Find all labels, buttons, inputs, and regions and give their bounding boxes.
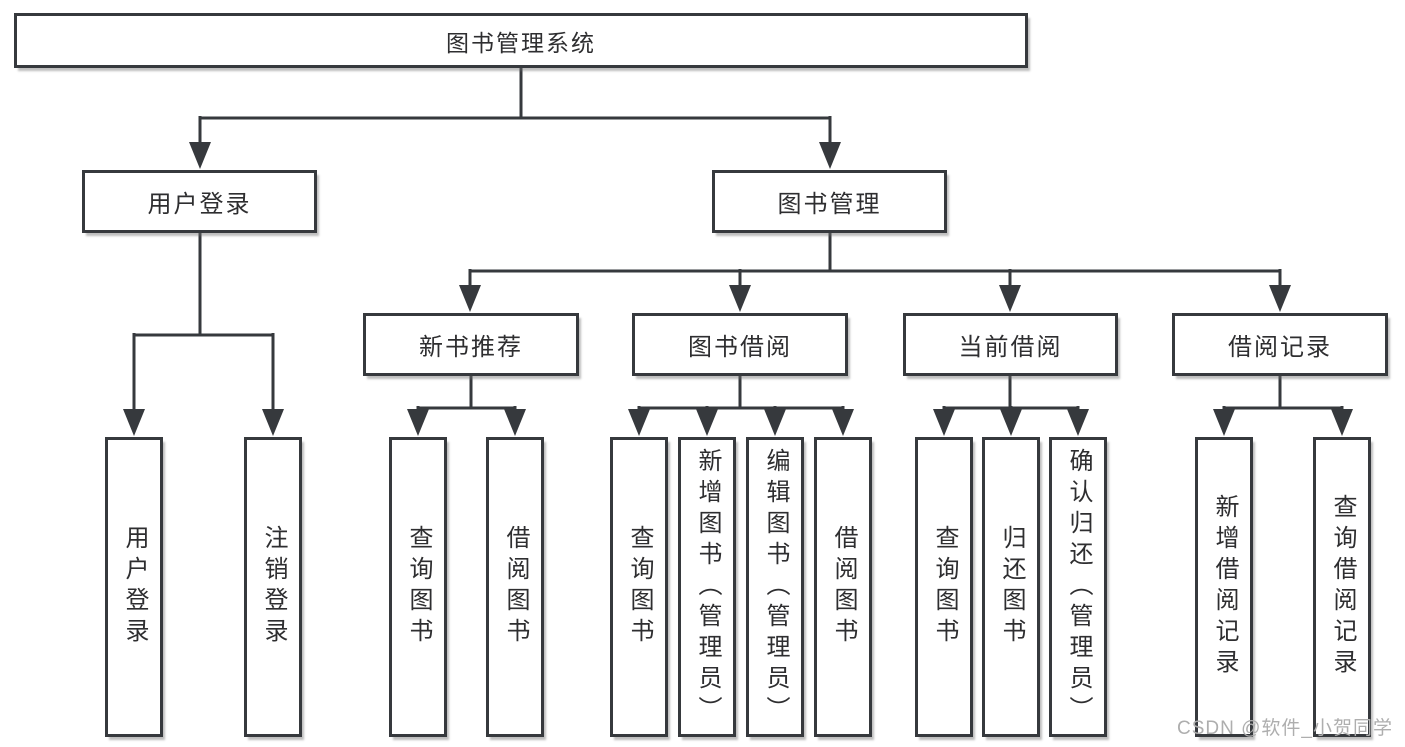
- node-label: 图书管理: [777, 191, 882, 218]
- node-label: 编辑图书（管理员）: [762, 447, 789, 727]
- node-label: 新书推荐: [419, 334, 523, 361]
- leaf-borrow-books-recommend: 借阅图书: [486, 437, 544, 737]
- node-label: 图书管理系统: [446, 29, 596, 56]
- node-label: 查询图书: [626, 525, 653, 649]
- arrowhead-icon: [999, 285, 1021, 312]
- leaf-query-books-recommend: 查询图书: [389, 437, 447, 737]
- node-label: 查询图书: [405, 525, 432, 649]
- leaf-user-login: 用户登录: [105, 437, 163, 737]
- arrowhead-icon: [933, 409, 955, 436]
- arrowhead-icon: [407, 409, 429, 436]
- leaf-confirm-return-admin: 确认归还（管理员）: [1049, 437, 1107, 737]
- node-user-login: 用户登录: [82, 170, 317, 233]
- leaf-logout: 注销登录: [244, 437, 302, 737]
- node-borrowing-records: 借阅记录: [1172, 313, 1388, 376]
- node-label: 用户登录: [121, 525, 148, 649]
- node-current-borrowing: 当前借阅: [903, 313, 1118, 376]
- node-label: 图书借阅: [688, 334, 792, 361]
- arrowhead-icon: [764, 409, 786, 436]
- leaf-add-borrow-record: 新增借阅记录: [1195, 437, 1253, 737]
- node-label: 用户登录: [147, 191, 252, 218]
- arrowhead-icon: [459, 285, 481, 312]
- leaf-add-books-admin: 新增图书（管理员）: [678, 437, 736, 737]
- csdn-watermark: CSDN @软件_小贺同学: [1177, 718, 1393, 739]
- arrowhead-icon: [819, 142, 841, 169]
- node-label: 查询借阅记录: [1329, 494, 1356, 680]
- leaf-edit-books-admin: 编辑图书（管理员）: [746, 437, 804, 737]
- node-book-management: 图书管理: [712, 170, 947, 233]
- arrowhead-icon: [1331, 409, 1353, 436]
- arrowhead-icon: [123, 409, 145, 436]
- arrowhead-icon: [729, 285, 751, 312]
- arrowhead-icon: [504, 409, 526, 436]
- node-book-borrowing: 图书借阅: [632, 313, 848, 376]
- node-label: 借阅图书: [502, 525, 529, 649]
- node-label: 归还图书: [998, 525, 1025, 649]
- arrowhead-icon: [832, 409, 854, 436]
- node-label: 当前借阅: [958, 334, 1063, 361]
- node-label: 查询图书: [931, 525, 958, 649]
- node-label: 借阅记录: [1228, 334, 1332, 361]
- node-label: 借阅图书: [830, 525, 857, 649]
- leaf-return-books: 归还图书: [982, 437, 1040, 737]
- arrowhead-icon: [262, 409, 284, 436]
- arrowhead-icon: [696, 409, 718, 436]
- arrowhead-icon: [1000, 409, 1022, 436]
- arrowhead-icon: [1067, 409, 1089, 436]
- leaf-query-books-borrow: 查询图书: [610, 437, 668, 737]
- leaf-borrow-books: 借阅图书: [814, 437, 872, 737]
- arrowhead-icon: [1269, 285, 1291, 312]
- node-label: 注销登录: [260, 525, 287, 649]
- node-label: 新增借阅记录: [1211, 494, 1238, 680]
- arrowheads: [123, 142, 1353, 436]
- arrowhead-icon: [628, 409, 650, 436]
- node-new-book-recommendation: 新书推荐: [363, 313, 579, 376]
- arrowhead-icon: [1213, 409, 1235, 436]
- node-label: 新增图书（管理员）: [694, 447, 721, 727]
- connector-paths: [132, 66, 1344, 412]
- arrowhead-icon: [189, 142, 211, 169]
- node-library-management-system: 图书管理系统: [14, 13, 1028, 68]
- node-label: 确认归还（管理员）: [1065, 447, 1092, 727]
- leaf-query-borrow-record: 查询借阅记录: [1313, 437, 1371, 737]
- leaf-query-books-current: 查询图书: [915, 437, 973, 737]
